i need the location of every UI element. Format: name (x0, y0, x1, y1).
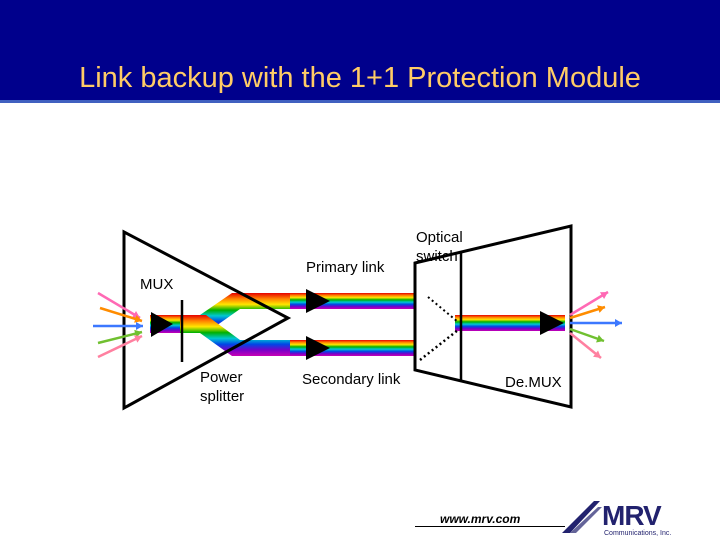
input-arrow-1 (99, 306, 143, 323)
mrv-swoosh-icon (562, 501, 602, 533)
power-splitter-label: Power splitter (200, 369, 245, 405)
primary-link-label: Primary link (306, 259, 385, 276)
slide-title: Link backup with the 1+1 Protection Modu… (79, 62, 641, 94)
input-arrow-0 (97, 291, 141, 320)
demux-fiber (455, 315, 565, 331)
switch-dotted-arm (419, 329, 459, 361)
input-arrow-4 (97, 334, 143, 359)
mux-block (122, 229, 292, 411)
title-banner (0, 0, 720, 102)
primary-direction-arrow (306, 289, 330, 313)
input-arrow-2 (93, 322, 143, 330)
demux-direction-arrow (540, 311, 564, 335)
demux-block (413, 224, 573, 409)
logo-wordmark: MRV (602, 500, 662, 531)
mux-label: MUX (140, 276, 174, 293)
output-wavelength-arrows (569, 290, 622, 359)
optical-switch-label: Optical switch (416, 229, 463, 265)
input-wavelength-arrows (93, 291, 143, 359)
demux-label: De.MUX (505, 374, 562, 391)
secondary-direction-arrow (306, 336, 330, 360)
footer-url[interactable]: www.mrv.com (440, 512, 521, 526)
secondary-link-label: Secondary link (302, 371, 401, 388)
output-arrow-1 (569, 305, 606, 320)
output-arrow-0 (569, 290, 609, 317)
output-arrow-4 (569, 332, 602, 359)
logo-subtext: Communications, Inc. (604, 530, 671, 537)
output-arrow-3 (569, 327, 605, 343)
output-arrow-2 (570, 319, 622, 327)
switch-arm (427, 296, 459, 323)
footer-divider (415, 526, 565, 527)
mux-direction-arrow (151, 312, 173, 337)
mrv-logo: MRV Communications, Inc. (562, 500, 671, 537)
title-underline (0, 100, 720, 103)
